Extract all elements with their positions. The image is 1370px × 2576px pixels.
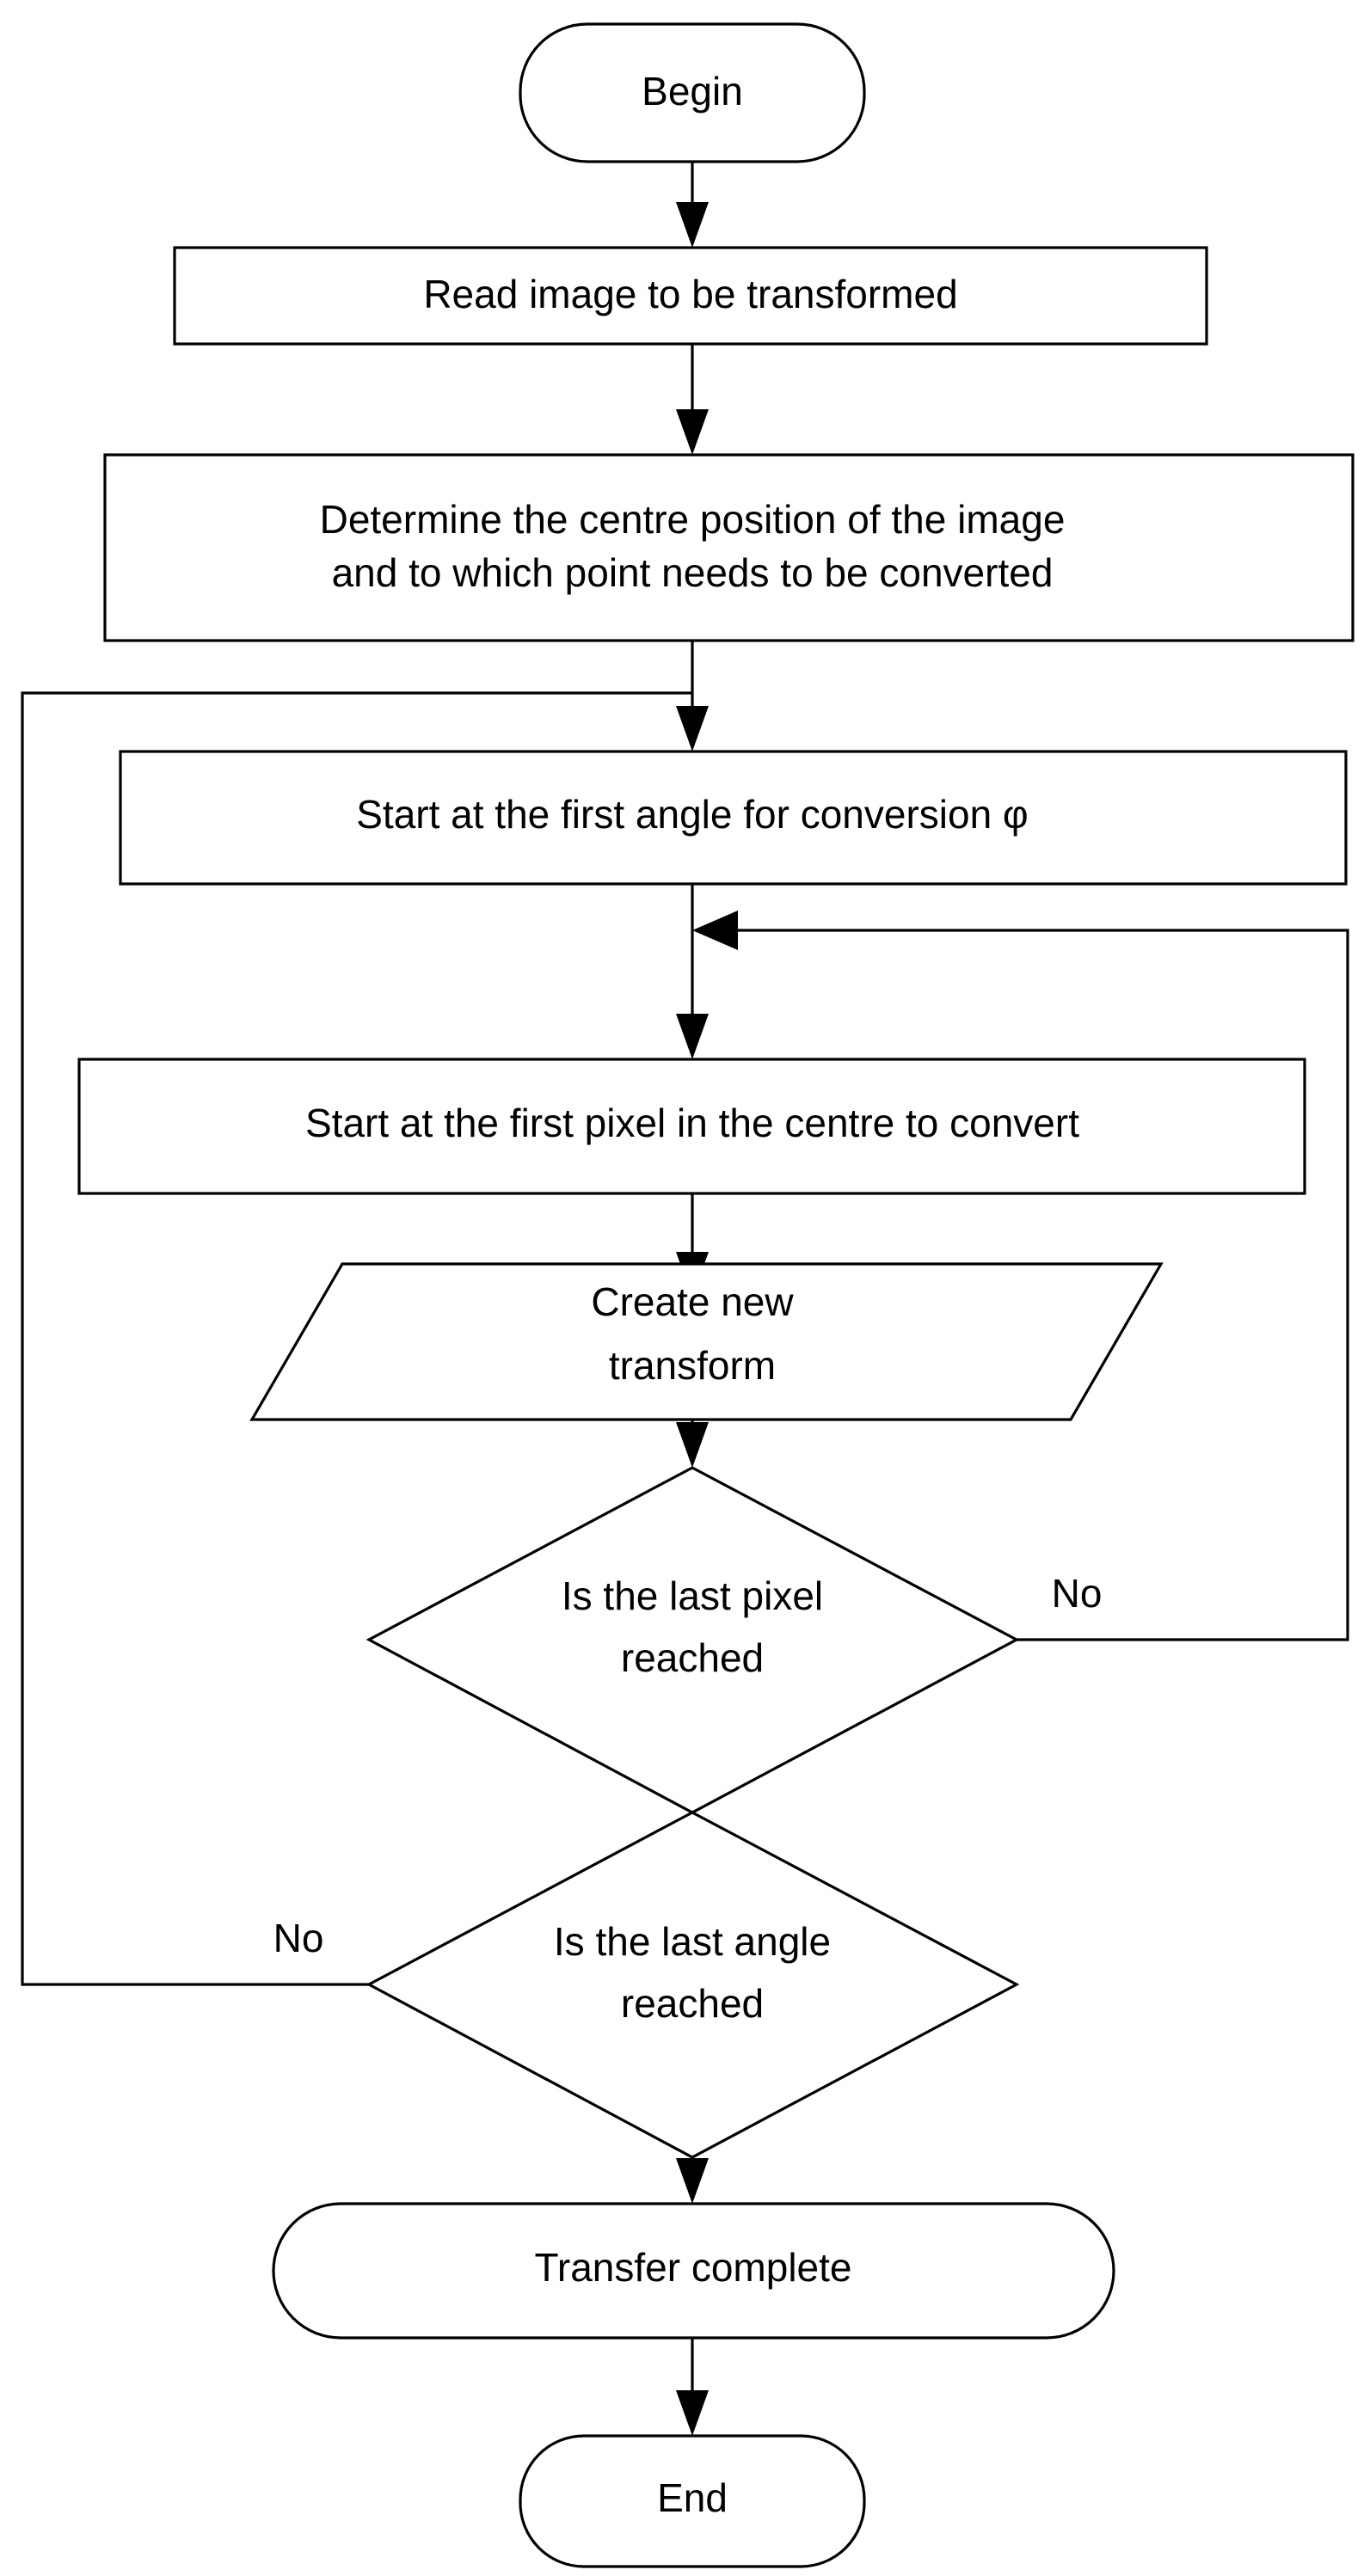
last-angle-decision-label-line1: Is the last angle (554, 1919, 831, 1964)
begin-label: Begin (642, 69, 743, 113)
determine-centre-shape (103, 453, 1355, 642)
transfer-complete-label: Transfer complete (535, 2245, 852, 2290)
create-transform-shape (249, 1262, 1164, 1421)
first-pixel-label: Start at the first pixel in the centre t… (305, 1101, 1079, 1145)
node-last-pixel-decision[interactable]: Is the last pixel reached (366, 1466, 1020, 1814)
node-determine-centre[interactable]: Determine the centre position of the ima… (103, 453, 1355, 642)
last-angle-decision-label-line2: reached (621, 1981, 764, 2026)
last-pixel-decision-label-line2: reached (621, 1635, 764, 1680)
node-last-angle-decision[interactable]: Is the last angle reached (366, 1811, 1020, 2159)
edge-first-angle-to-first-pixel (676, 884, 709, 1059)
edge-last-pixel-no-loopback (692, 911, 1349, 1641)
determine-centre-label-line2: and to which point needs to be converted (332, 550, 1054, 595)
node-end[interactable]: End (519, 2434, 866, 2568)
edge-determine-to-first-angle (676, 641, 709, 751)
node-first-angle[interactable]: Start at the first angle for conversion … (119, 750, 1348, 886)
node-read-image[interactable]: Read image to be transformed (173, 246, 1208, 346)
end-label: End (657, 2475, 728, 2520)
first-angle-shape (119, 750, 1348, 886)
node-first-pixel[interactable]: Start at the first pixel in the centre t… (77, 1058, 1306, 1195)
edge-begin-to-read (676, 162, 709, 248)
edge-last-angle-no-loopback (21, 691, 692, 1986)
last-pixel-decision-label-line1: Is the last pixel (562, 1573, 823, 1618)
first-angle-label: Start at the first angle for conversion … (356, 792, 1029, 837)
end-shape (519, 2434, 866, 2568)
edge-label-last-angle-no: No (273, 1916, 324, 1960)
begin-shape (519, 22, 866, 163)
determine-centre-label-line1: Determine the centre position of the ima… (320, 497, 1066, 542)
node-transfer-complete[interactable]: Transfer complete (272, 2202, 1115, 2340)
node-create-transform[interactable]: Create new transform (249, 1262, 1164, 1421)
read-image-shape (173, 246, 1208, 346)
edge-last-angle-to-transfer (676, 2157, 709, 2204)
edge-read-to-determine (676, 344, 709, 455)
edge-create-to-last-pixel (676, 1420, 709, 1468)
edge-label-last-pixel-no: No (1052, 1571, 1103, 1616)
first-pixel-shape (77, 1058, 1306, 1195)
create-transform-label-line1: Create new (591, 1279, 794, 1324)
transfer-complete-shape (272, 2202, 1115, 2340)
create-transform-label-line2: transform (609, 1343, 776, 1388)
last-angle-decision-shape (366, 1811, 1020, 2159)
read-image-label: Read image to be transformed (423, 272, 957, 316)
edge-transfer-to-end (676, 2338, 709, 2436)
node-begin[interactable]: Begin (519, 22, 866, 163)
